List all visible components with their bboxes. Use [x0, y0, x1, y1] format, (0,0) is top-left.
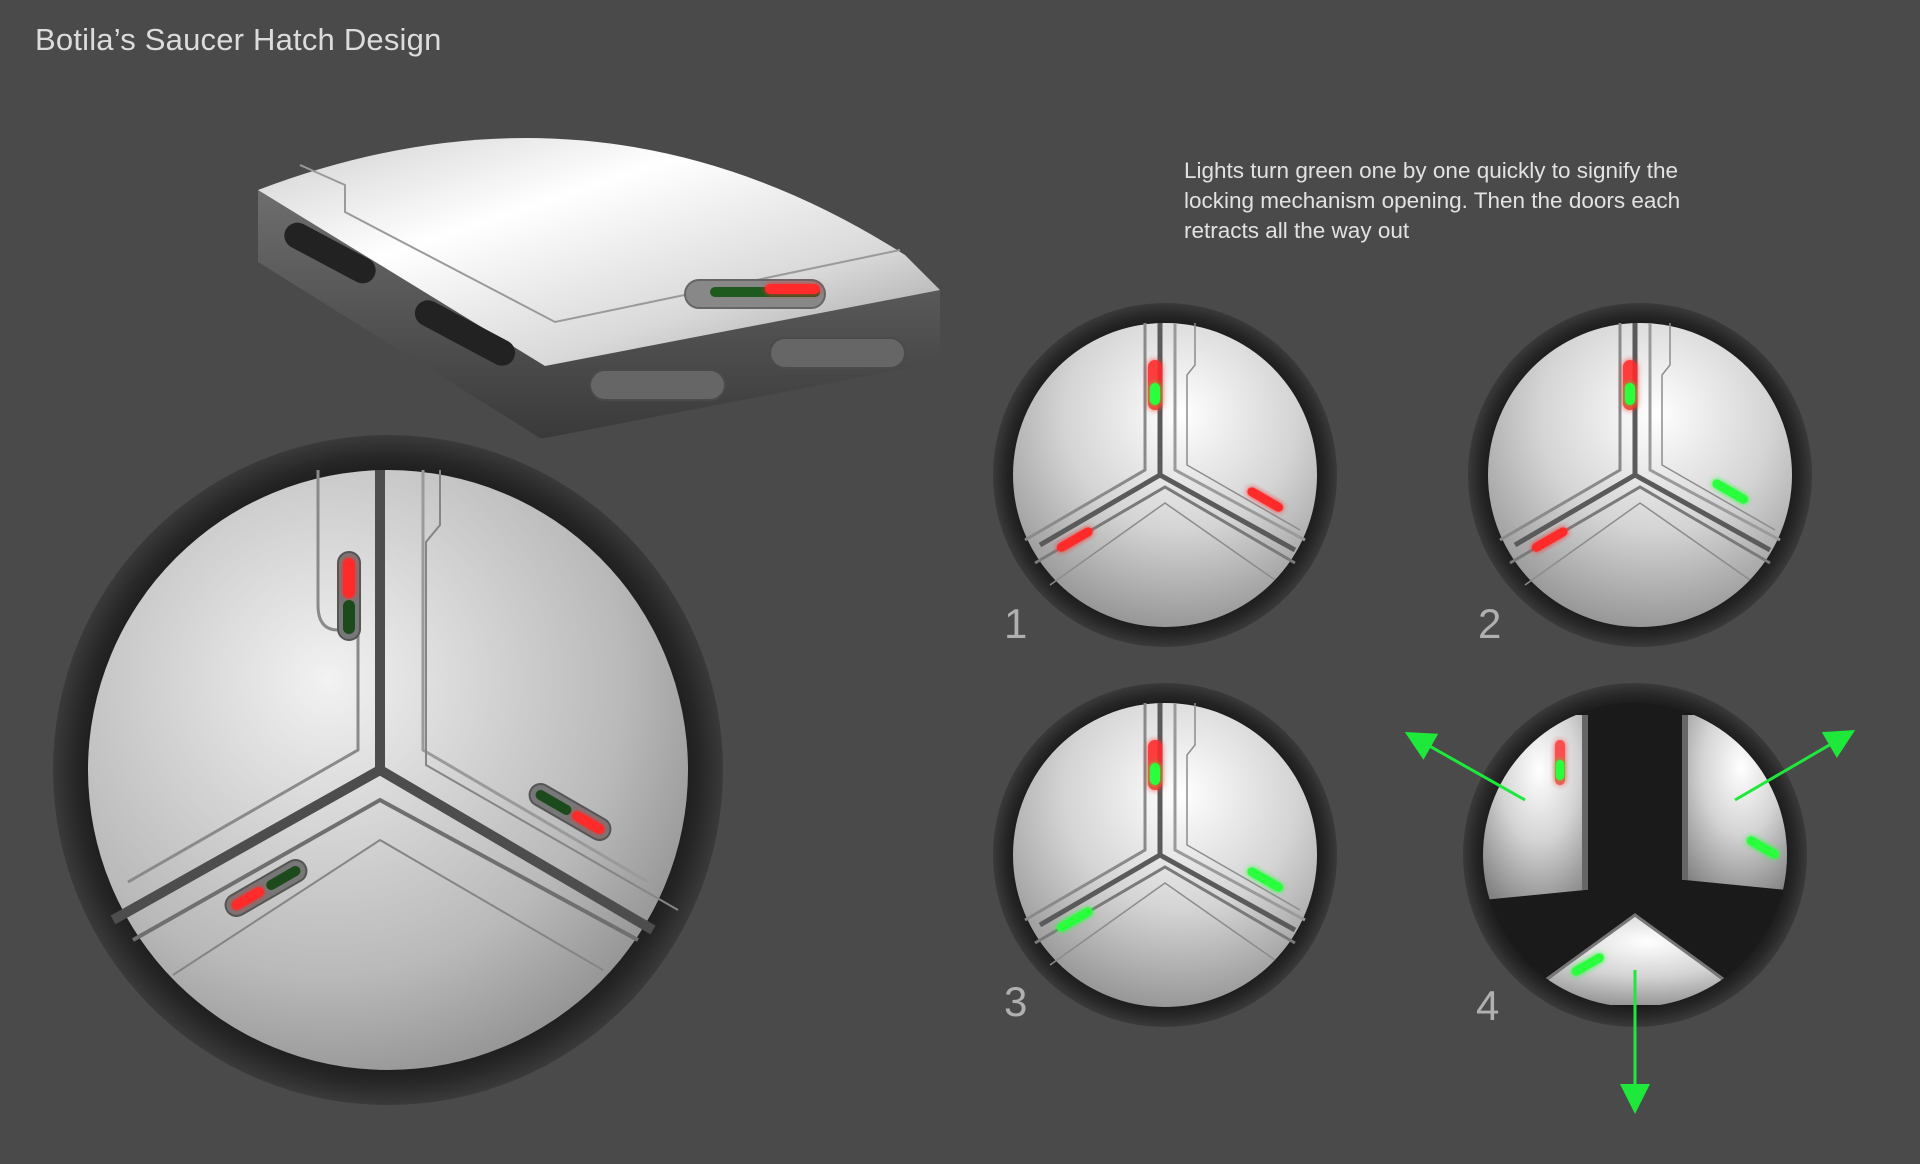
hatch-step-1	[993, 303, 1337, 647]
description-text: Lights turn green one by one quickly to …	[1184, 158, 1681, 243]
hatch-step-4	[1463, 683, 1807, 1027]
hatch-step-3	[993, 683, 1337, 1027]
hatch-large-view	[53, 435, 723, 1105]
hatch-perspective-illustration	[258, 138, 940, 438]
step-label-1: 1	[1004, 600, 1028, 647]
arrow-icon	[1404, 729, 1856, 1114]
step-label-2: 2	[1478, 600, 1502, 647]
page-title: Botila’s Saucer Hatch Design	[35, 22, 442, 57]
step-label-3: 3	[1004, 978, 1028, 1025]
hatch-step-2	[1468, 303, 1812, 647]
step-label-4: 4	[1476, 982, 1500, 1029]
